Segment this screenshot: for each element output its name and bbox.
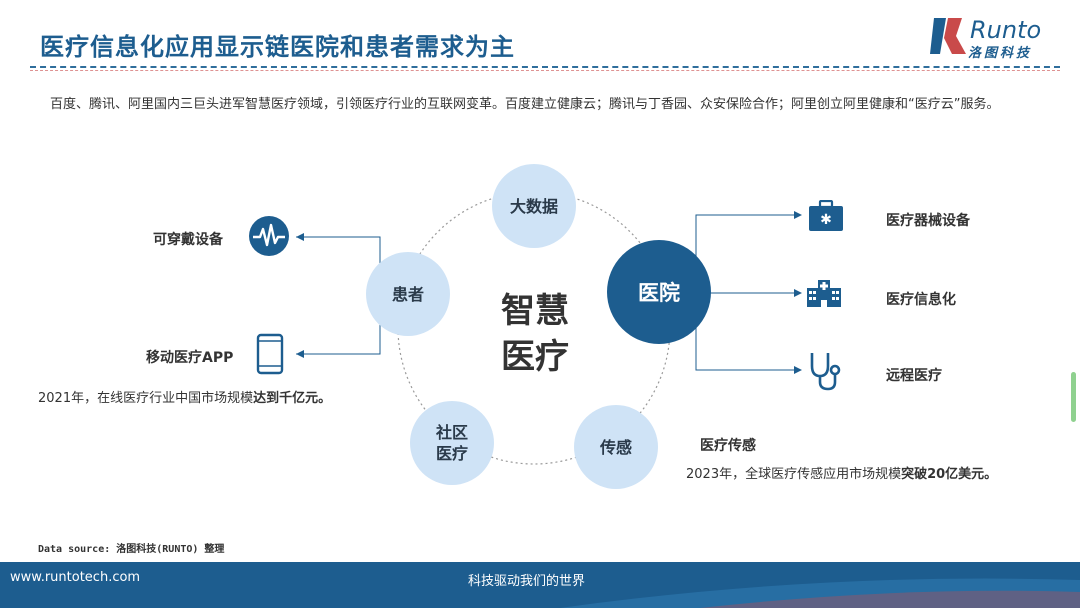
center-title: 智慧 医疗	[495, 288, 575, 380]
center-title-line1: 智慧	[501, 291, 569, 331]
node-community: 社区 医疗	[410, 401, 494, 485]
node-sensing-label: 传感	[599, 437, 632, 457]
node-community-label: 社区 医疗	[436, 422, 468, 464]
node-sensing: 传感	[574, 405, 658, 489]
medical-kit-icon: ✱	[809, 200, 843, 231]
logo-subtitle: 洛图科技	[968, 46, 1033, 61]
note-sensing-highlight: 突破20亿美元。	[901, 467, 998, 482]
node-hospital: 医院	[607, 240, 711, 344]
footer-bar: www.runtotech.com 科技驱动我们的世界	[0, 562, 1080, 608]
node-bigdata-label: 大数据	[509, 196, 558, 216]
node-patient: 患者	[366, 252, 450, 336]
label-wearable: 可穿戴设备	[153, 232, 223, 248]
note-online-text: 2021年，在线医疗行业中国市场规模	[38, 391, 254, 406]
node-community-line2: 医疗	[435, 444, 468, 463]
hospital-building-icon	[807, 280, 841, 307]
label-mobile-app: 移动医疗APP	[146, 350, 234, 366]
footer-url-link[interactable]: www.runtotech.com	[10, 570, 141, 585]
runto-logo-mark-icon	[930, 18, 966, 54]
logo-wordmark: Runto	[970, 16, 1042, 44]
data-source: Data source: 洛图科技(RUNTO) 整理	[38, 544, 225, 555]
title-divider	[30, 66, 1060, 68]
intro-text: 百度、腾讯、阿里国内三巨头进军智慧医疗领域，引领医疗行业的互联网变革。百度建立健…	[50, 97, 1000, 112]
footer-wave	[560, 578, 1080, 608]
note-sensing-text: 2023年，全球医疗传感应用市场规模	[686, 467, 902, 482]
connector-equipment	[695, 214, 800, 293]
node-bigdata: 大数据	[492, 164, 576, 248]
footer-slogan: 科技驱动我们的世界	[468, 574, 586, 589]
title-divider-accent	[30, 70, 1060, 71]
note-sensing-title: 医疗传感	[700, 438, 756, 454]
center-title-line2: 医疗	[501, 337, 569, 377]
note-online-medical: 2021年，在线医疗行业中国市场规模达到千亿元。	[38, 387, 331, 406]
runto-logo: Runto 洛图科技	[930, 14, 1060, 61]
node-patient-label: 患者	[391, 284, 424, 304]
stethoscope-icon	[810, 353, 841, 391]
label-equipment: 医疗器械设备	[886, 213, 970, 229]
node-hospital-label: 医院	[638, 281, 680, 305]
page-title: 医疗信息化应用显示链医院和患者需求为主	[40, 33, 515, 61]
node-community-line1: 社区	[435, 423, 468, 442]
label-informatization: 医疗信息化	[886, 292, 956, 308]
note-sensing: 2023年，全球医疗传感应用市场规模突破20亿美元。	[686, 463, 997, 482]
smartphone-icon	[256, 333, 284, 375]
heartbeat-icon	[249, 216, 289, 256]
label-remote: 远程医疗	[886, 368, 942, 384]
svg-text:✱: ✱	[820, 212, 832, 228]
connector-remote	[695, 293, 800, 371]
note-online-highlight: 达到千亿元。	[253, 391, 332, 406]
scrollbar-thumb[interactable]	[1071, 372, 1076, 422]
